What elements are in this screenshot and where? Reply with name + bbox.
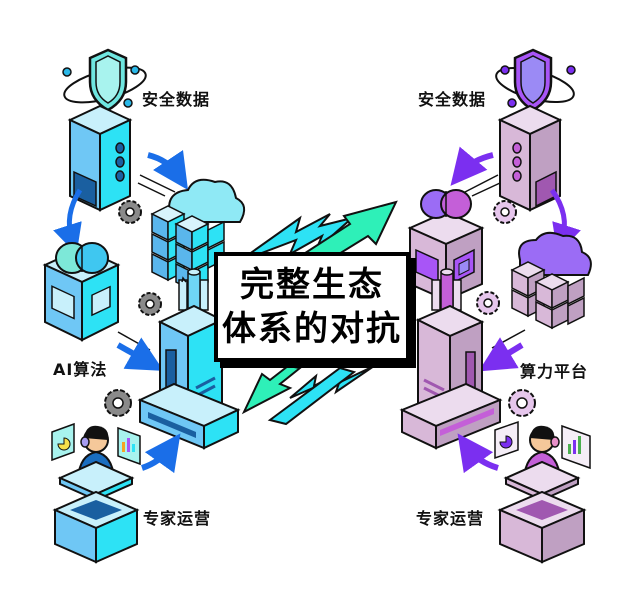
title-line-2: 体系的对抗 — [222, 309, 402, 349]
title-box: 完整生态 体系的对抗 — [214, 252, 410, 362]
title-line-1: 完整生态 — [240, 265, 384, 305]
shield-icon-right — [495, 48, 576, 112]
ai-chip-cube-right — [407, 189, 485, 302]
gear-icon — [138, 292, 162, 316]
label-ai-algorithm: AI算法 — [53, 360, 108, 379]
shield-icon-left — [62, 48, 147, 112]
central-tower-left — [137, 268, 241, 450]
label-security-data-right: 安全数据 — [418, 90, 487, 109]
gear-icon — [104, 389, 132, 417]
brain-icon-right — [420, 189, 472, 219]
label-security-data-left: 安全数据 — [142, 90, 211, 109]
server-tower-left — [67, 104, 133, 212]
server-tower-right — [497, 104, 563, 212]
central-tower-right — [399, 268, 503, 450]
gear-icon — [476, 291, 500, 315]
label-expert-ops-right: 专家运营 — [416, 509, 485, 528]
expert-operator-left — [51, 422, 141, 564]
brain-icon-left — [55, 242, 109, 274]
gear-icon — [508, 389, 536, 417]
cloud-server-rack-right — [510, 231, 592, 330]
expert-operator-right — [494, 420, 591, 564]
gear-icon — [493, 200, 517, 224]
label-expert-ops-left: 专家运营 — [143, 509, 212, 528]
label-compute-platform: 算力平台 — [520, 362, 589, 381]
ai-chip-cube-left — [42, 242, 121, 342]
gear-icon — [118, 200, 142, 224]
